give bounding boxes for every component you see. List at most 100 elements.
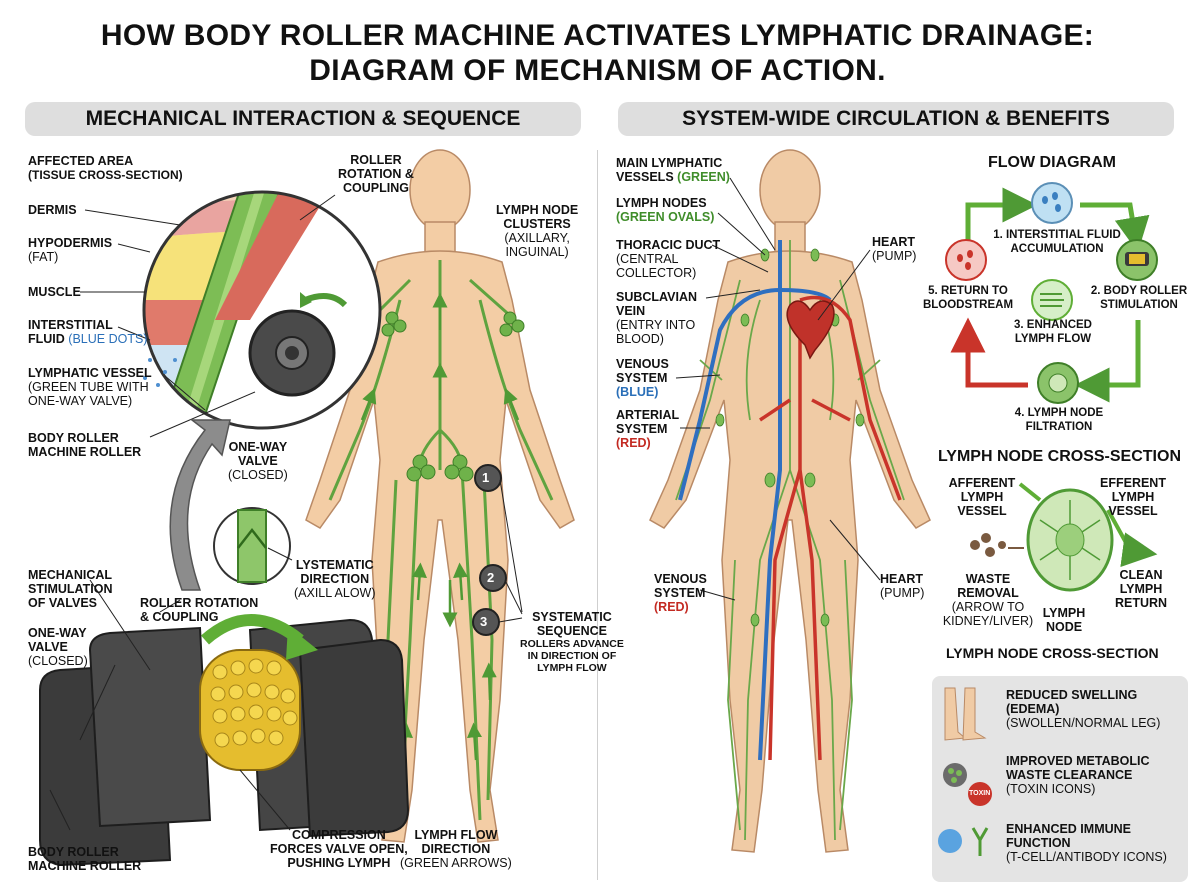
pump-text: (PUMP)	[872, 249, 917, 263]
label-heart: HEART (PUMP)	[872, 235, 916, 263]
benefit-waste: IMPROVED METABOLIC WASTE CLEARANCE (TOXI…	[1006, 754, 1150, 796]
sequence-leaders	[498, 479, 523, 623]
step-2-label: 2	[487, 570, 495, 585]
label-venous-bottom: VENOUS SYSTEM (RED)	[654, 572, 707, 614]
benefit-3c: (T-CELL/ANTIBODY ICONS)	[1006, 850, 1167, 864]
lys-text-2: DIRECTION	[300, 572, 370, 586]
arterial-red: (RED)	[616, 436, 651, 450]
seq-text-2: SEQUENCE	[536, 624, 607, 638]
clusters-sub-1: (AXILLARY,	[504, 231, 570, 245]
roller-rot-3: COUPLING	[342, 181, 409, 195]
lymph-node-ovals	[715, 248, 865, 627]
label-mech-stim: MECHANICAL STIMULATION OF VALVES	[28, 568, 112, 610]
page-title: HOW BODY ROLLER MACHINE ACTIVATES LYMPHA…	[0, 18, 1195, 88]
label-roller-rotation: ROLLER ROTATION & COUPLING	[338, 153, 414, 195]
flow-s4b: FILTRATION	[1025, 421, 1093, 433]
label-thoracic: THORACIC DUCT (CENTRAL COLLECTOR)	[616, 238, 720, 280]
roller-machine-illustration	[39, 614, 410, 867]
rrc-text-2: & COUPLING	[140, 610, 219, 624]
main-vessels-green: (GREEN)	[677, 170, 730, 184]
label-clean-return: CLEAN LYMPH RETURN	[1106, 568, 1176, 610]
valve-closeup	[213, 507, 293, 585]
label-heart-bottom: HEART (PUMP)	[880, 572, 924, 600]
lys-sub: (AXILL ALOW)	[294, 586, 376, 600]
flow-diagram-title: FLOW DIAGRAM	[988, 154, 1116, 171]
arterial-2: SYSTEM	[616, 422, 668, 436]
benefit-swelling: REDUCED SWELLING (EDEMA) (SWOLLEN/NORMAL…	[1006, 688, 1160, 730]
venous-2: SYSTEM	[616, 371, 668, 385]
venous-b-red: (RED)	[654, 600, 689, 614]
label-clusters: LYMPH NODE CLUSTERS (AXILLARY, INGUINAL)	[496, 203, 578, 259]
roller-text-1: BODY ROLLER	[28, 431, 119, 445]
left-section-header: MECHANICAL INTERACTION & SEQUENCE	[25, 102, 581, 136]
clean-1: CLEAN	[1119, 568, 1163, 582]
thoracic-sub-2: COLLECTOR)	[616, 266, 697, 280]
lymph-nodes-text: LYMPH NODES	[616, 196, 707, 210]
mech-text-2: STIMULATION	[28, 582, 113, 596]
subclavian-2: VEIN	[616, 304, 646, 318]
clusters-text-2: CLUSTERS	[503, 217, 571, 231]
node-section-title: LYMPH NODE CROSS-SECTION	[938, 448, 1181, 465]
label-arterial: ARTERIAL SYSTEM (RED)	[616, 408, 679, 450]
label-lystematic: LYSTEMATIC DIRECTION (AXILL ALOW)	[294, 558, 376, 600]
afferent-3: VESSEL	[957, 504, 1007, 518]
step-1-label: 1	[482, 470, 490, 485]
title-line-2: DIAGRAM OF MECHANISM OF ACTION.	[309, 54, 886, 87]
venous-b-2: SYSTEM	[654, 586, 706, 600]
machine-leaders	[49, 579, 291, 831]
roller-rot-1: ROLLER	[350, 153, 402, 167]
valve-text-1: ONE-WAY	[228, 440, 288, 454]
heart-b-text: HEART	[880, 572, 924, 586]
flow-step-1: 1. INTERSTITIAL FLUID ACCUMULATION	[982, 228, 1132, 256]
label-subclavian: SUBCLAVIAN VEIN (ENTRY INTO BLOOD)	[616, 290, 697, 346]
label-sequence: SYSTEMATIC SEQUENCE ROLLERS ADVANCE IN D…	[520, 610, 624, 674]
rotation-arrow-icon	[303, 293, 348, 308]
benefit-2a: IMPROVED METABOLIC	[1006, 754, 1150, 768]
title-line-1: HOW BODY ROLLER MACHINE ACTIVATES LYMPHA…	[100, 19, 1095, 52]
benefit-1c: (SWOLLEN/NORMAL LEG)	[1006, 716, 1161, 730]
hypodermis-sub: (FAT)	[28, 250, 59, 264]
label-waste: WASTE REMOVAL (ARROW TO KIDNEY/LIVER)	[940, 572, 1036, 628]
flow-step-5: 5. RETURN TO BLOODSTREAM	[916, 284, 1020, 312]
label-bottom-roller: BODY ROLLER MACHINE ROLLER	[28, 845, 141, 873]
lys-text-1: LYSTEMATIC	[295, 558, 374, 572]
label-valve: ONE-WAY VALVE (CLOSED)	[228, 440, 288, 482]
benefit-icon-column	[938, 687, 992, 856]
right-section-header: SYSTEM-WIDE CIRCULATION & BENEFITS	[618, 102, 1174, 136]
lymph-vessel-text: LYMPHATIC VESSEL	[28, 366, 152, 380]
label-lymph-nodes: LYMPH NODES (GREEN OVALS)	[616, 196, 714, 224]
flow-step-3: 3. ENHANCED LYMPH FLOW	[1006, 318, 1100, 346]
thoracic-text: THORACIC DUCT	[616, 238, 721, 252]
benefit-1a: REDUCED SWELLING	[1006, 688, 1138, 702]
mech-text-1: MECHANICAL	[28, 568, 113, 582]
main-vessels-2: VESSELS	[616, 170, 674, 184]
label-compression: COMPRESSION FORCES VALVE OPEN, PUSHING L…	[270, 828, 408, 870]
node-section-title-2: LYMPH NODE CROSS-SECTION	[946, 645, 1159, 661]
interstitial-text: INTERSTITIAL	[28, 318, 113, 332]
roller-rot-2: ROTATION &	[338, 167, 414, 181]
right-panel-illustration	[649, 149, 1158, 855]
comp-text-3: PUSHING LYMPH	[287, 856, 391, 870]
left-panel-illustration	[39, 149, 575, 867]
flow-s1a: 1. INTERSTITIAL FLUID	[993, 229, 1121, 241]
leg-icon-2	[962, 687, 987, 741]
panel-divider	[597, 150, 598, 880]
efferent-1: EFFERENT	[1100, 476, 1166, 490]
flow-s3a: 3. ENHANCED	[1014, 319, 1092, 331]
flow-text-1: LYMPH FLOW	[414, 828, 498, 842]
bot-roller-2: MACHINE ROLLER	[28, 859, 142, 873]
label-one-way: ONE-WAY VALVE (CLOSED)	[28, 626, 88, 668]
main-vessels-1: MAIN LYMPHATIC	[616, 156, 723, 170]
flow-cycle	[945, 182, 1158, 404]
flow-s2b: STIMULATION	[1100, 299, 1178, 311]
affected-area-title: AFFECTED AREA	[28, 154, 134, 168]
leg-icon	[944, 687, 967, 741]
lymph-network	[675, 240, 905, 841]
sequence-markers	[472, 464, 507, 636]
tissue-cross-section	[142, 190, 382, 430]
subclavian-sub-2: BLOOD)	[616, 332, 664, 346]
fluid-text: FLUID	[28, 332, 65, 346]
benefit-2c: (TOXIN ICONS)	[1006, 782, 1096, 796]
ow-text-2: VALVE	[28, 640, 68, 654]
seq-sub-1: ROLLERS ADVANCE	[520, 638, 624, 650]
